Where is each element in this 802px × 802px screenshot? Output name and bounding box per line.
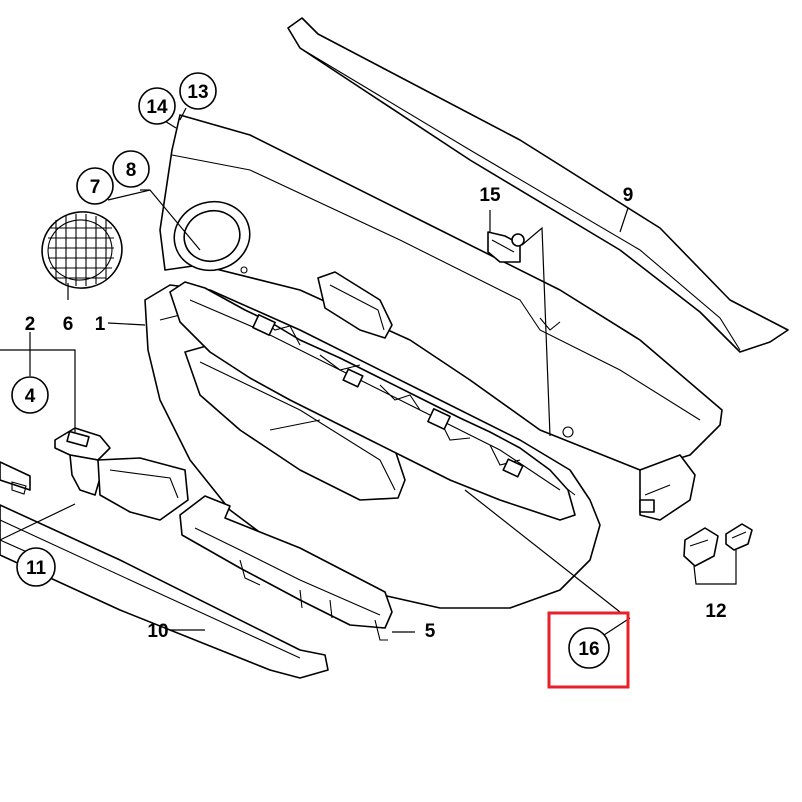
part-9-trim-strip[interactable] bbox=[287, 17, 789, 353]
label-4: 4 bbox=[25, 386, 36, 407]
part-15-clip[interactable] bbox=[487, 231, 574, 438]
part-12-clips[interactable] bbox=[683, 523, 753, 567]
label-7: 7 bbox=[90, 177, 101, 198]
callout-8: 8 bbox=[112, 150, 150, 188]
part-10-lower-trim[interactable] bbox=[0, 504, 329, 679]
callout-14: 14 bbox=[138, 87, 176, 125]
part-5-armrest-bracket[interactable] bbox=[179, 495, 393, 641]
label-16: 16 bbox=[578, 639, 599, 660]
callout-11: 11 bbox=[16, 547, 56, 587]
callout-16[interactable]: 16 bbox=[568, 627, 610, 669]
leader-lines bbox=[0, 107, 737, 636]
grille-mesh bbox=[48, 214, 114, 286]
label-15: 15 bbox=[479, 185, 501, 206]
label-12: 12 bbox=[705, 601, 726, 622]
part-11-lower-strip[interactable] bbox=[0, 461, 31, 495]
door-edge-bracket bbox=[639, 454, 696, 521]
label-5: 5 bbox=[425, 621, 436, 642]
callout-4: 4 bbox=[11, 376, 49, 414]
inner-frame bbox=[169, 281, 576, 521]
label-11: 11 bbox=[26, 558, 47, 579]
part-13-upper-panel[interactable] bbox=[159, 114, 723, 471]
label-2: 2 bbox=[25, 314, 36, 335]
part-4-switch-block[interactable] bbox=[54, 427, 189, 521]
label-1: 1 bbox=[95, 314, 106, 335]
label-6: 6 bbox=[63, 314, 74, 335]
label-9: 9 bbox=[623, 185, 634, 206]
label-10: 10 bbox=[147, 621, 168, 642]
upper-handle-recess bbox=[317, 271, 393, 339]
label-14: 14 bbox=[146, 97, 168, 118]
highlight-box-16 bbox=[547, 611, 630, 689]
label-13: 13 bbox=[187, 82, 208, 103]
callout-7: 7 bbox=[76, 167, 114, 205]
part-6-speaker-grille[interactable] bbox=[36, 206, 128, 295]
label-8: 8 bbox=[126, 160, 137, 181]
callout-13: 13 bbox=[179, 72, 217, 110]
